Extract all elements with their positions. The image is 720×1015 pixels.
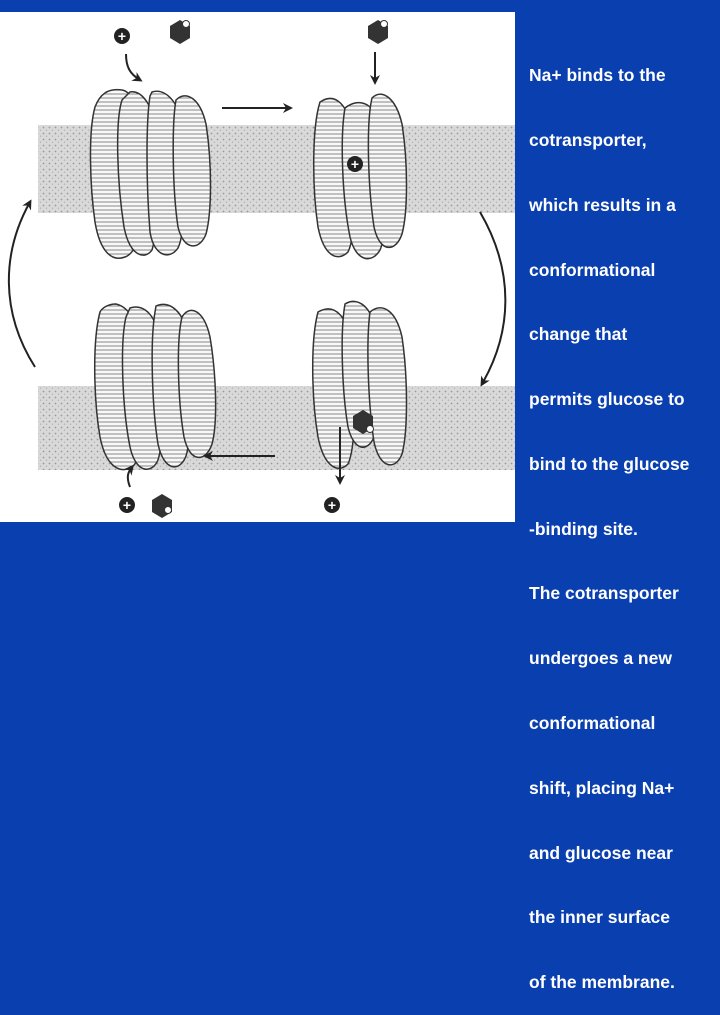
arrow-icon xyxy=(123,52,380,488)
caption-line: which results in a xyxy=(529,194,676,215)
cotransporter-diagram-panel: + + + + xyxy=(0,12,515,522)
cotransporter-diagram: + + + + xyxy=(7,20,515,518)
sodium-ion-icon: + xyxy=(119,497,135,513)
caption-line: the inner surface xyxy=(529,907,671,928)
caption-line: and glucose near xyxy=(529,842,673,863)
glucose-hexagon-icon xyxy=(353,410,374,434)
caption-line: conformational xyxy=(529,259,656,280)
caption-line: The cotransporter xyxy=(529,583,679,604)
transporter-state-2 xyxy=(313,93,408,260)
sodium-ion-icon: + xyxy=(324,497,340,513)
svg-text:+: + xyxy=(118,28,126,44)
caption-text: Na+ binds to the cotransporter, which re… xyxy=(529,22,717,1015)
caption-line: cotransporter, xyxy=(529,129,647,150)
caption-line: conformational xyxy=(529,713,656,733)
caption-line: change that xyxy=(529,324,628,345)
caption-line: permits glucose to xyxy=(529,389,685,410)
cycle-arrow-icon xyxy=(7,199,507,387)
caption-line: undergoes a new xyxy=(529,648,672,669)
transporter-state-4 xyxy=(94,303,217,471)
caption-line: bind to the glucose xyxy=(529,453,690,474)
glucose-hexagon-icon xyxy=(170,20,190,44)
caption-line: -binding site. xyxy=(529,518,638,539)
glucose-hexagon-icon xyxy=(152,494,172,518)
transporter-state-1 xyxy=(89,88,212,259)
svg-text:+: + xyxy=(328,497,336,513)
caption-line: shift, placing Na+ xyxy=(529,777,675,798)
caption-line: of the membrane. xyxy=(529,972,675,993)
sodium-ion-icon: + xyxy=(347,156,363,172)
caption-line: Na+ binds to the xyxy=(529,65,666,86)
svg-text:+: + xyxy=(123,497,131,513)
glucose-hexagon-icon xyxy=(368,20,388,44)
sodium-ion-icon: + xyxy=(114,28,130,44)
transporter-state-3 xyxy=(312,300,408,469)
svg-text:+: + xyxy=(351,156,359,172)
